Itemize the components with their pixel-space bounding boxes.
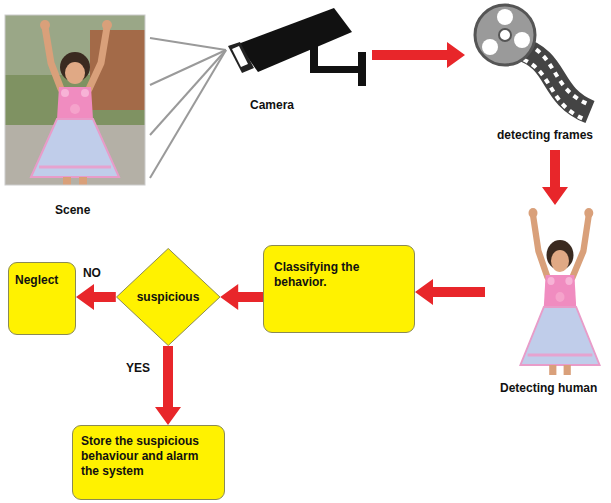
flow-arrow xyxy=(372,42,465,68)
caption: detecting frames xyxy=(497,128,593,142)
film-reel-icon xyxy=(475,5,590,120)
process-box: Store the suspicious behaviour and alarm… xyxy=(72,425,225,500)
view-lines xyxy=(150,38,226,178)
decision-diamond: suspicious xyxy=(116,248,220,346)
flow-arrow xyxy=(542,150,568,205)
edge-label: NO xyxy=(81,266,103,280)
red-arrow xyxy=(220,284,263,310)
box-label: Neglect xyxy=(15,273,69,288)
caption: Scene xyxy=(55,203,90,217)
scene-photo xyxy=(5,15,145,185)
diamond-outline xyxy=(116,248,219,345)
human-node: Detecting human xyxy=(485,205,611,400)
frames-node: detecting frames xyxy=(465,0,611,150)
caption: Detecting human xyxy=(500,381,597,395)
flow-arrow xyxy=(220,284,263,310)
photo-frame xyxy=(5,15,145,185)
red-arrow xyxy=(372,42,465,68)
red-arrow xyxy=(542,150,568,205)
process-box: Neglect xyxy=(8,262,76,335)
human-figure xyxy=(520,208,599,375)
caption: Camera xyxy=(250,98,294,112)
view-line xyxy=(150,50,226,178)
flow-arrow xyxy=(155,346,181,425)
view-line xyxy=(150,50,226,135)
decision-label: suspicious xyxy=(137,290,200,305)
edge-label: YES xyxy=(124,361,152,375)
process-box: Classifying the behavior. xyxy=(263,245,415,333)
red-arrow xyxy=(76,284,116,310)
box-label: Classifying the behavior. xyxy=(274,260,404,290)
red-arrow xyxy=(415,279,485,305)
camera-node: Camera xyxy=(226,5,372,115)
flow-arrow xyxy=(415,279,485,305)
camera-icon xyxy=(228,8,366,86)
red-arrow xyxy=(155,346,181,425)
box-label: Store the suspicious behaviour and alarm… xyxy=(81,434,216,479)
flow-arrow xyxy=(76,284,116,310)
view-line xyxy=(150,38,226,50)
scene-node: Scene xyxy=(5,15,150,220)
